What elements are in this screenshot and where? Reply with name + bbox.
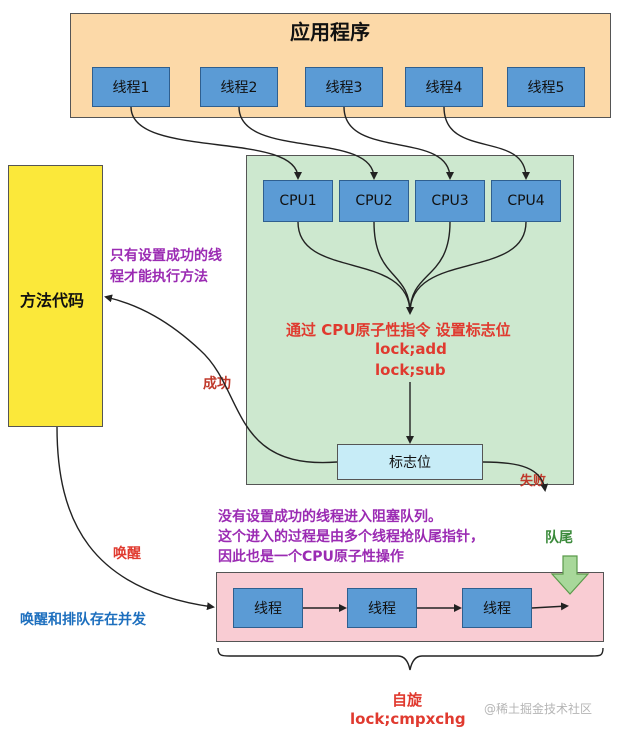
queue-tail-label: 队尾 bbox=[545, 530, 573, 546]
wake-arrow bbox=[56, 426, 215, 611]
cpu-box-1: CPU1 bbox=[263, 180, 333, 222]
queue-desc-line3: 因此也是一个CPU原子性操作 bbox=[218, 549, 404, 565]
thread2-to-cpu2-arrow bbox=[238, 106, 378, 180]
watermark: @稀土掘金技术社区 bbox=[484, 702, 593, 716]
method-note-line1: 只有设置成功的线 bbox=[110, 248, 222, 264]
thread-label: 线程3 bbox=[325, 80, 363, 96]
app-title: 应用程序 bbox=[290, 20, 370, 44]
cpu3-to-flag-arrow bbox=[409, 221, 451, 314]
queue-tail-arrow-icon bbox=[550, 555, 590, 595]
instruction-lock-add: lock;add bbox=[375, 340, 447, 358]
queue-node-3: 线程 bbox=[462, 588, 532, 628]
success-arrow bbox=[104, 294, 338, 464]
queue-node-2: 线程 bbox=[347, 588, 417, 628]
queue-node-label: 线程 bbox=[483, 601, 511, 617]
method-note-line2: 程才能执行方法 bbox=[110, 269, 208, 285]
thread-label: 线程2 bbox=[220, 80, 258, 96]
method-code-box bbox=[8, 165, 103, 427]
instruction-lock-sub: lock;sub bbox=[375, 361, 446, 379]
atomic-instruction-title: 通过 CPU原子性指令 设置标志位 bbox=[286, 321, 511, 339]
cpu4-to-flag-arrow bbox=[409, 221, 527, 314]
fail-arrow bbox=[482, 461, 549, 492]
wake-label: 唤醒 bbox=[113, 546, 141, 562]
thread1-to-cpu1-arrow bbox=[130, 106, 302, 180]
cpu2-to-flag-arrow bbox=[373, 221, 411, 314]
queue-node-label: 线程 bbox=[254, 601, 282, 617]
thread-box-4: 线程4 bbox=[405, 67, 483, 107]
spin-instruction: lock;cmpxchg bbox=[350, 710, 466, 728]
thread4-to-cpu4-arrow bbox=[443, 106, 530, 180]
thread-box-1: 线程1 bbox=[92, 67, 170, 107]
flag-box: 标志位 bbox=[337, 444, 483, 480]
cpu-box-3: CPU3 bbox=[415, 180, 485, 222]
cpu-label: CPU3 bbox=[431, 193, 469, 209]
method-code-label: 方法代码 bbox=[20, 291, 85, 310]
queue-node-1: 线程 bbox=[233, 588, 303, 628]
thread-box-2: 线程2 bbox=[200, 67, 278, 107]
success-label: 成功 bbox=[203, 376, 231, 392]
queue-arrow-3 bbox=[531, 602, 569, 611]
thread-label: 线程5 bbox=[527, 80, 565, 96]
cpu-box-4: CPU4 bbox=[491, 180, 561, 222]
thread-box-5: 线程5 bbox=[507, 67, 585, 107]
queue-desc-line2: 这个进入的过程是由多个线程抢队尾指针， bbox=[218, 529, 484, 545]
queue-desc-line1: 没有设置成功的线程进入阻塞队列。 bbox=[218, 509, 442, 525]
cpu-label: CPU1 bbox=[279, 193, 317, 209]
thread-box-3: 线程3 bbox=[305, 67, 383, 107]
flag-label: 标志位 bbox=[389, 455, 431, 471]
cpu-box-2: CPU2 bbox=[339, 180, 409, 222]
thread3-to-cpu3-arrow bbox=[343, 106, 454, 180]
thread-label: 线程1 bbox=[112, 80, 150, 96]
spin-brace bbox=[217, 647, 604, 671]
cpu1-to-flag-arrow bbox=[297, 221, 414, 315]
thread-label: 线程4 bbox=[425, 80, 463, 96]
spin-label: 自旋 bbox=[392, 691, 423, 709]
queue-node-label: 线程 bbox=[368, 601, 396, 617]
cpu-label: CPU2 bbox=[355, 193, 393, 209]
cpu-label: CPU4 bbox=[507, 193, 545, 209]
concurrency-label: 唤醒和排队存在并发 bbox=[20, 612, 146, 628]
